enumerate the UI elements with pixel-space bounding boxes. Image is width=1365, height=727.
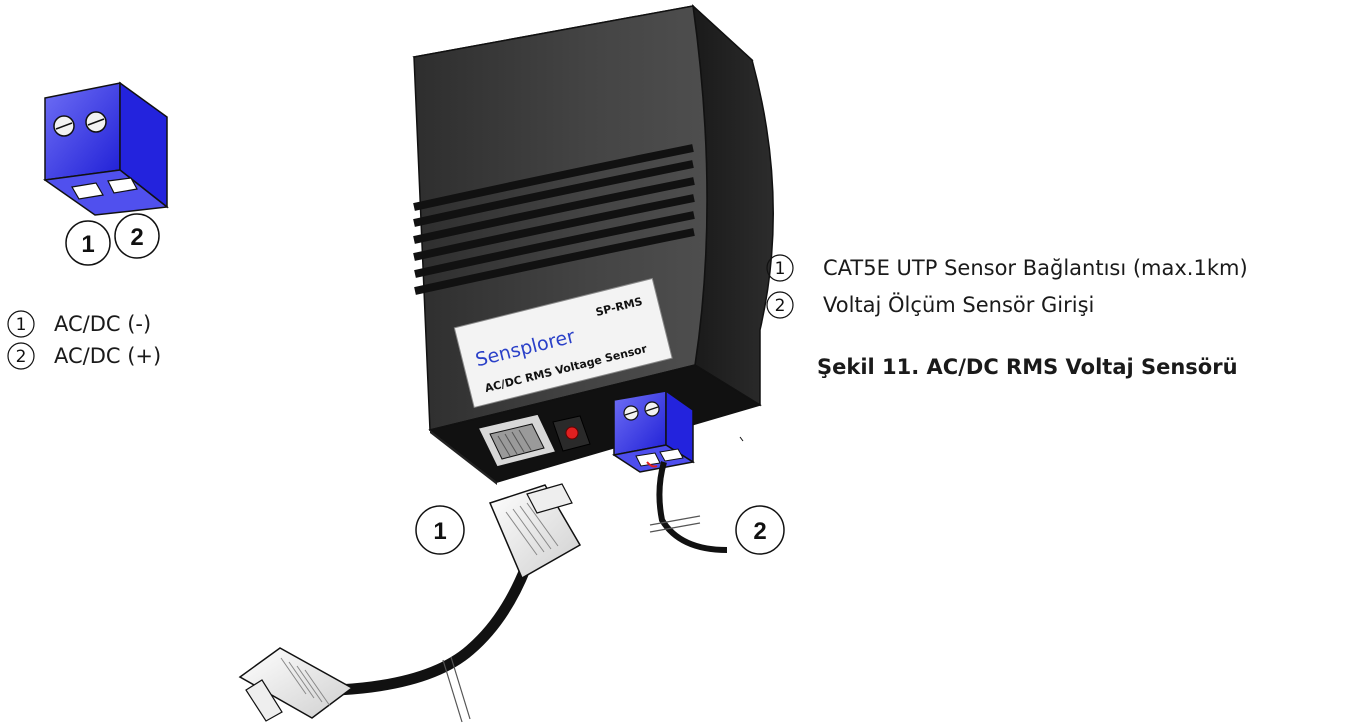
- status-led: [552, 415, 591, 452]
- right-legend-item-1: 1 CAT5E UTP Sensor Bağlantısı (max.1km): [766, 254, 1248, 282]
- svg-text:2: 2: [130, 224, 143, 251]
- svg-text:1: 1: [433, 518, 446, 545]
- svg-text:1: 1: [81, 231, 94, 258]
- utp-cable: [337, 564, 532, 723]
- screw-icon: [85, 111, 107, 133]
- svg-text:AC/DC (+): AC/DC (+): [54, 344, 161, 368]
- screw-icon: [623, 405, 639, 421]
- svg-text:2: 2: [753, 518, 766, 545]
- svg-text:CAT5E UTP Sensor Bağlantısı (m: CAT5E UTP Sensor Bağlantısı (max.1km): [823, 256, 1248, 280]
- device-terminal-block: [612, 389, 696, 473]
- ventilation-slots: [413, 144, 695, 295]
- svg-text:Voltaj Ölçüm Sensör Girişi: Voltaj Ölçüm Sensör Girişi: [823, 292, 1094, 317]
- right-legend-item-2: 2 Voltaj Ölçüm Sensör Girişi: [766, 291, 1094, 319]
- callout-terminal-1: 1: [65, 220, 111, 266]
- left-legend: 1 AC/DC (-) 2 AC/DC (+): [7, 310, 161, 370]
- screw-icon: [53, 115, 75, 137]
- left-legend-item-2: 2 AC/DC (+): [7, 342, 161, 370]
- terminal-block-illustration: [42, 81, 169, 216]
- svg-text:2: 2: [16, 347, 27, 367]
- rj45-plug-lower: [238, 647, 354, 722]
- callout-terminal-2: 2: [114, 213, 160, 259]
- voltage-cable: [649, 461, 728, 553]
- svg-text:1: 1: [775, 259, 786, 279]
- right-legend: 1 CAT5E UTP Sensor Bağlantısı (max.1km) …: [766, 254, 1248, 319]
- screw-icon: [644, 401, 660, 417]
- figure-caption: Şekil 11. AC/DC RMS Voltaj Sensörü: [817, 355, 1238, 379]
- svg-text:AC/DC (-): AC/DC (-): [54, 312, 151, 336]
- callout-rj45: 1: [415, 505, 465, 555]
- svg-text:1: 1: [16, 315, 27, 335]
- svg-text:2: 2: [775, 296, 786, 316]
- left-legend-item-1: 1 AC/DC (-): [7, 310, 151, 338]
- rj45-plug-upper: [488, 483, 582, 580]
- product-label: Sensplorer SP-RMS AC/DC RMS Voltage Sens…: [453, 277, 673, 409]
- rj45-port: [476, 413, 558, 468]
- callout-voltage-cable: 2: [735, 505, 785, 555]
